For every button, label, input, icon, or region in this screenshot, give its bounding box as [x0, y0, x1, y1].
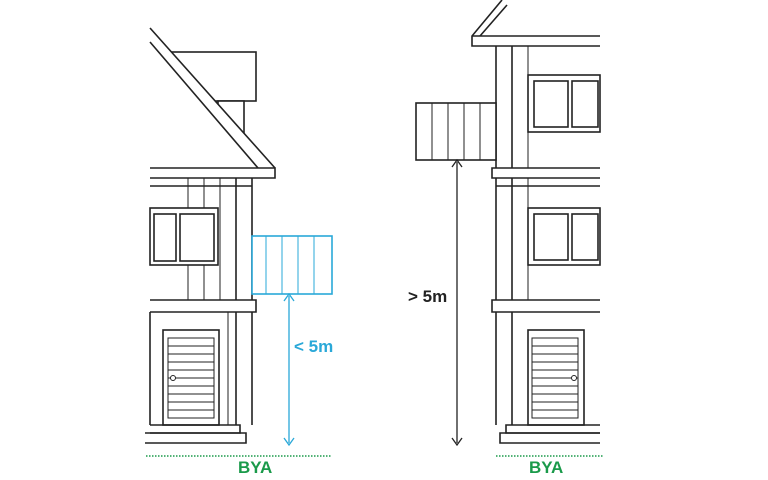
left-step-top: [150, 424, 241, 434]
right-mid-window: [527, 207, 601, 266]
right-height-arrow: [451, 158, 463, 447]
bya-label-right: BYA: [529, 458, 564, 477]
height-over-5m-label: > 5m: [408, 287, 448, 306]
left-door-louvres: [168, 345, 214, 411]
height-under-5m-label: < 5m: [294, 337, 334, 356]
left-window-pane-1: [153, 213, 177, 262]
left-window-pane-2: [179, 213, 215, 262]
left-height-arrow: [283, 292, 295, 447]
left-eave: [150, 167, 276, 179]
right-roof: [471, 0, 600, 47]
left-balcony: [251, 235, 333, 295]
left-roof-edge-inner: [149, 41, 259, 169]
right-mid-window-pane-2: [571, 213, 599, 261]
right-roof-inner: [479, 4, 508, 37]
right-door-knob-icon: [571, 375, 577, 381]
left-building: [145, 27, 333, 457]
left-door-knob-icon: [170, 375, 176, 381]
right-upper-window-pane-2: [571, 80, 599, 128]
right-projection: [415, 102, 497, 161]
right-step-top: [505, 424, 600, 434]
right-floor-band-1: [491, 167, 600, 179]
left-step-bottom: [145, 432, 247, 444]
right-door-louvres: [532, 345, 578, 411]
left-window: [149, 207, 219, 266]
right-building: [415, 0, 604, 457]
right-upper-window: [527, 74, 601, 133]
left-floor-band: [150, 299, 257, 313]
right-step-bottom: [499, 432, 600, 444]
bya-label-left: BYA: [238, 458, 273, 477]
left-roof: [150, 28, 275, 178]
left-roof-edge: [149, 27, 276, 169]
right-floor-band-2: [491, 299, 600, 313]
right-upper-window-pane-1: [533, 80, 569, 128]
right-mid-window-pane-1: [533, 213, 569, 261]
